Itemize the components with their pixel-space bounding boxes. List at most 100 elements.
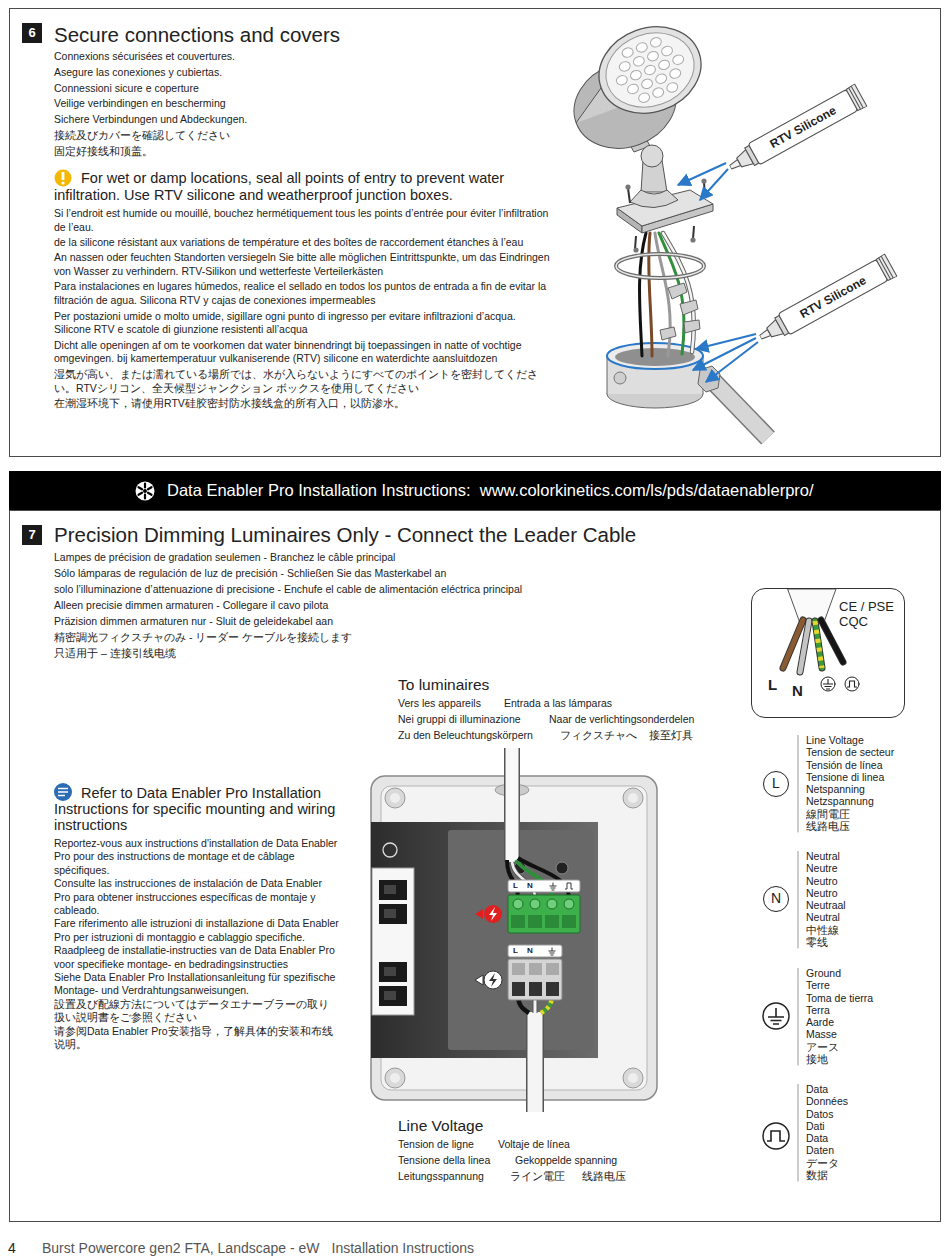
terminal-block (489, 973, 497, 987)
warning-icon (55, 170, 72, 187)
data-enabler-housing (371, 822, 598, 1058)
terminal-block (549, 948, 556, 956)
section-heading-group: Precision Dimming Luminaires Only - Conn… (54, 523, 636, 547)
callout-translation: Voltaje de línea (498, 1138, 570, 1150)
note-translation: Consulte las instrucciones de instalació… (54, 877, 339, 917)
data-enabler-housing (384, 909, 396, 918)
spotlight (562, 13, 713, 192)
leader-arrow (706, 342, 758, 382)
step-number-group: 7 (22, 525, 42, 545)
led (629, 69, 642, 81)
note-translation: 请参阅Data Enabler Pro安装指导，了解具体的安装和布线说明。 (54, 1025, 339, 1052)
callout-translation: 线路电压 (582, 1170, 626, 1182)
key-letter-group: N (763, 886, 789, 912)
note-translation: Raadpleeg de installatie-instructies van… (54, 944, 339, 971)
key-text-group: DataDonnéesDatosDatiDataDatenデータ数据 (806, 1083, 848, 1181)
callout-translation: Gekoppelde spanning (515, 1154, 617, 1166)
key-letter: N (764, 887, 788, 910)
translation-line: Lampes de précision de gradation seuleme… (54, 549, 654, 565)
terminal-block (484, 905, 502, 923)
data-enabler-housing (556, 862, 568, 874)
note-icon (54, 783, 72, 801)
key-text: Datos (806, 1108, 848, 1120)
step-number-box: 6 (22, 23, 42, 43)
note-text: Refer to Data Enabler Pro Installation I… (54, 785, 344, 833)
callout-translation: Vers les appareils (398, 697, 481, 709)
terminal-block (475, 909, 483, 919)
wire-nut (660, 327, 676, 340)
cable (526, 1012, 544, 1112)
warning-translation: 湿気が高い、または濡れている場所では、水が入らないようにすべてのポイントを密封し… (54, 368, 554, 396)
note-translation: 設置及び配線方法についてはデータエナーブラーの取り扱い説明書をご参照ください (54, 998, 339, 1025)
section-heading-group: Secure connections and covers (54, 23, 340, 47)
led (643, 64, 656, 76)
wires (640, 233, 694, 356)
translation-line: Sichere Verbindungen und Abdeckungen. (54, 112, 559, 128)
led (637, 91, 650, 103)
translation-line-group: Connexions sécurisées et couvertures.Ase… (54, 49, 559, 160)
tube-label-group: RTV Silicone (778, 259, 889, 336)
key-text: アース (806, 1041, 873, 1053)
key-text: Neutre (806, 862, 846, 874)
wire-letter: N (792, 683, 803, 699)
terminal-block (550, 883, 557, 891)
translation-line: solo l’illuminazione d’attenuazione di p… (54, 581, 654, 597)
step-number-group: 6 (22, 23, 42, 43)
callout-translation: Naar de verlichtingsonderdelen (549, 713, 694, 725)
terminal-block (511, 915, 525, 928)
terminal-block (489, 907, 497, 921)
tube-part (748, 89, 858, 164)
translation-line: 精密調光フィクスチャのみ - リーダー ケーブルを接続します (54, 629, 654, 645)
led (651, 86, 664, 98)
data-enabler-housing (379, 962, 407, 982)
cable-wires (847, 681, 857, 687)
data-enabler-housing (390, 793, 400, 803)
data-enabler-housing (628, 793, 638, 803)
callout-title: To luminaires (398, 676, 489, 694)
mounting-plate (625, 184, 630, 189)
data-symbol (767, 1131, 785, 1141)
step-number: 7 (22, 525, 42, 545)
key-text: Tension de secteur (806, 746, 894, 758)
key-text: 線間電圧 (806, 808, 894, 820)
warning-translation: Para instalaciones en lugares húmedos, r… (54, 280, 554, 308)
led (654, 73, 667, 85)
cable (506, 748, 519, 862)
junction-box (607, 343, 768, 438)
step-panel: 6RTV SiliconeRTV SiliconeSecure connecti… (9, 8, 941, 457)
warning-icon (61, 181, 64, 184)
data-enabler-housing (448, 830, 594, 1050)
warning-translation: Si l’endroit est humide ou mouillé, bouc… (54, 207, 554, 235)
section-heading: Secure connections and covers (54, 23, 340, 47)
translation-line-group: Lampes de précision de gradation seuleme… (54, 549, 654, 661)
step-number: 6 (22, 23, 42, 43)
key-text: 接地 (806, 1053, 873, 1065)
led (671, 54, 684, 66)
cable-wires (823, 679, 833, 689)
warning-translation: Dicht alle openingen af om te voorkomen … (54, 339, 554, 367)
cable-wires (800, 621, 809, 672)
wire-letter-group: L (768, 677, 777, 693)
warning-icon (62, 172, 65, 180)
translation-line: Sólo lámparas de regulación de luz de pr… (54, 565, 654, 581)
key-text: 中性線 (806, 924, 846, 936)
data-enabler-housing (385, 788, 405, 808)
key-text: Line Voltage (806, 734, 894, 746)
wire-letter-group: N (792, 683, 803, 699)
data-enabler-housing (623, 1068, 643, 1088)
gasket (616, 254, 704, 278)
terminal-block (508, 945, 562, 957)
led (649, 36, 662, 48)
mounting-plate (617, 178, 713, 252)
callout-translation: Leitungsspannung (398, 1170, 484, 1182)
led (660, 45, 673, 57)
wires (649, 233, 652, 356)
key-text: Data (806, 1132, 848, 1144)
translation-line: Alleen precisie dimmen armaturen - Colle… (54, 597, 654, 613)
mounting-plate (633, 247, 638, 252)
tube-part (849, 86, 864, 109)
led (657, 59, 670, 71)
cable-wires (800, 621, 809, 672)
led-array (607, 31, 693, 109)
